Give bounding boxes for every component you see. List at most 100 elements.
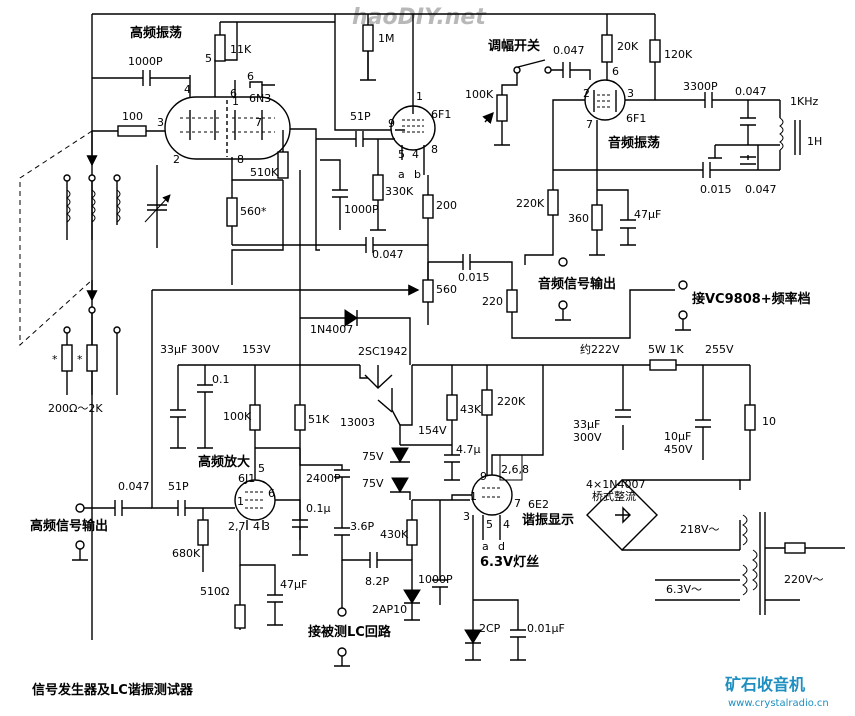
resistor-51k-label: 51K bbox=[308, 413, 330, 426]
capacitor-10uf-voltage: 450V bbox=[664, 443, 693, 456]
pot-100k bbox=[482, 94, 510, 146]
capacitor-82p-label: 8.2P bbox=[365, 575, 389, 588]
v1-pin-5: 5 bbox=[205, 52, 212, 65]
v1-pin-6: 6 bbox=[230, 87, 237, 100]
series-regulator bbox=[300, 309, 452, 500]
v5-pin-d: d bbox=[498, 540, 505, 553]
v2-pin-9: 9 bbox=[388, 117, 395, 130]
v3-pin-3: 3 bbox=[627, 87, 634, 100]
v2-type-label: 6F1 bbox=[431, 108, 451, 121]
capacitor-10uf-label: 10μF bbox=[664, 430, 691, 443]
resistor-120k-label: 120K bbox=[664, 48, 693, 61]
v5-pin-9: 9 bbox=[480, 470, 487, 483]
am-switch-label: 调幅开关 bbox=[488, 38, 540, 54]
resistor-330k-label: 330K bbox=[385, 185, 414, 198]
capacitor-2400p-label: 2400P bbox=[306, 472, 341, 485]
tube-v3-6f1 bbox=[552, 62, 656, 185]
rf-amp-label: 高频放大 bbox=[198, 454, 250, 470]
v4-pin-1: 1 bbox=[237, 495, 244, 508]
capacitor-51p-a-label: 51P bbox=[350, 110, 371, 123]
capacitor-1000p-b bbox=[320, 159, 348, 230]
capacitor-0047-a-label: 0.047 bbox=[372, 248, 404, 261]
capacitor-1000p-c-label: 1000P bbox=[418, 573, 453, 586]
bridge-rectifier bbox=[586, 479, 845, 615]
resistor-1m bbox=[360, 24, 376, 81]
logo-name: 矿石收音机 bbox=[725, 675, 805, 694]
resistor-430k-label: 430K bbox=[380, 528, 409, 541]
freq-meter-label[interactable]: 接VC9808+频率档 bbox=[692, 291, 811, 307]
v1-pin6-label: 6 bbox=[247, 70, 254, 83]
resistor-10-label: 10 bbox=[762, 415, 776, 428]
af-plate-resistors bbox=[601, 34, 661, 63]
capacitor-01-label: 0.1 bbox=[212, 373, 230, 386]
v1-ground-wire bbox=[249, 81, 263, 88]
tube-v1-6n3 bbox=[164, 22, 291, 160]
af-bias-network bbox=[524, 170, 636, 265]
v1-pin-4: 4 bbox=[184, 83, 191, 96]
voltage-154-label: 154V bbox=[418, 424, 447, 437]
v1-pin-7: 7 bbox=[255, 116, 262, 129]
cathode-network-v2 bbox=[370, 139, 434, 280]
v3-pin-7: 7 bbox=[586, 118, 593, 131]
tube-v2-6f1 bbox=[390, 105, 436, 175]
af-output-terminals bbox=[555, 257, 691, 331]
resistor-100k-b-label: 100K bbox=[223, 410, 252, 423]
voltage-222-label: 约222V bbox=[580, 343, 620, 356]
watermark: haoDIY.net bbox=[352, 5, 487, 30]
voltage-218-label: 218V～ bbox=[680, 523, 720, 536]
v2-pin-a: a bbox=[398, 168, 405, 181]
v1-pin-2: 2 bbox=[173, 153, 180, 166]
resistor-100-label: 100 bbox=[122, 110, 143, 123]
v5-pin-a: a bbox=[482, 540, 489, 553]
v1-pin-8: 8 bbox=[237, 153, 244, 166]
v2-pin-1: 1 bbox=[416, 90, 423, 103]
v2-pin-5: 5 bbox=[398, 148, 405, 161]
tube-v4-6j1 bbox=[203, 365, 350, 556]
zener-2-label: 75V bbox=[362, 477, 384, 490]
v1-type-label: 6N3 bbox=[249, 92, 271, 105]
v4-pin-3: 3 bbox=[263, 520, 270, 533]
v3-pin-6: 6 bbox=[612, 65, 619, 78]
capacitor-33uf-a-label: 33μF 300V bbox=[160, 343, 220, 356]
tuning-display-label: 谐振显示 bbox=[522, 512, 574, 528]
capacitor-3300p-label: 3300P bbox=[683, 80, 718, 93]
resistor-43k-label: 43K bbox=[460, 403, 482, 416]
coil-bank bbox=[63, 131, 171, 248]
resistor-360-label: 360 bbox=[568, 212, 589, 225]
capacitor-36p-label: 3.6P bbox=[350, 520, 374, 533]
v5-pin-4: 4 bbox=[503, 518, 510, 531]
resistor-560-label: 560 bbox=[436, 283, 457, 296]
resistor-510k-label: 510K bbox=[250, 166, 279, 179]
zener-1-label: 75V bbox=[362, 450, 384, 463]
resistor-51k bbox=[294, 404, 306, 431]
bridge-diodes-label: 4×1N4007 bbox=[586, 478, 645, 491]
capacitor-33uf-b-voltage: 300V bbox=[573, 431, 602, 444]
resistor-200-label: 200 bbox=[436, 199, 457, 212]
range-resistors bbox=[61, 280, 121, 395]
diode-1n4007-label: 1N4007 bbox=[310, 323, 353, 336]
filter-caps-153v bbox=[170, 365, 213, 449]
range-label: 200Ω～2K bbox=[48, 402, 103, 415]
v4-pin-5: 5 bbox=[258, 462, 265, 475]
capacitor-1000p-b-label: 1000P bbox=[344, 203, 379, 216]
af-output-label[interactable]: 音频信号输出 bbox=[538, 276, 616, 292]
lc-test-label[interactable]: 接被测LC回路 bbox=[308, 624, 392, 640]
capacitor-51p-b-label: 51P bbox=[168, 480, 189, 493]
diagram-title: 信号发生器及LC谐振测试器 bbox=[32, 682, 194, 698]
v1-plate-wiring bbox=[226, 128, 320, 285]
voltage-63-label: 6.3V～ bbox=[666, 583, 702, 596]
capacitor-47uf-c-label: 47μF bbox=[280, 578, 307, 591]
capacitor-0047-a bbox=[232, 237, 428, 253]
v2-pin-b: b bbox=[414, 168, 421, 181]
resistor-100 bbox=[92, 125, 165, 137]
inductor-value-label: 1H bbox=[807, 135, 822, 148]
v5-pin-3: 3 bbox=[463, 510, 470, 523]
capacitor-0015-b-label: 0.015 bbox=[700, 183, 732, 196]
v4-pin-6: 6 bbox=[268, 487, 275, 500]
capacitor-01uf-label: 0.1μ bbox=[306, 502, 331, 515]
capacitor-0047-b-label: 0.047 bbox=[553, 44, 585, 57]
v5-pin-5: 5 bbox=[486, 518, 493, 531]
rf-output-label[interactable]: 高频信号输出 bbox=[30, 518, 108, 534]
v5-pin-1: 1 bbox=[470, 490, 477, 503]
